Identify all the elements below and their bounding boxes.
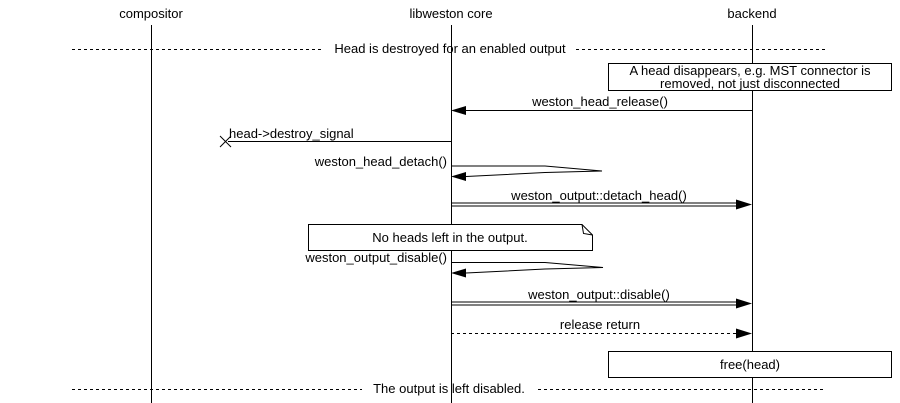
message-destroy-signal-label: head->destroy_signal <box>229 126 354 141</box>
arrow-head-release-arrowhead <box>451 106 466 115</box>
note-mst: A head disappears, e.g. MST connector is… <box>608 63 892 91</box>
note-mst-line2: removed, not just disconnected <box>660 76 840 91</box>
note-box-mst <box>608 63 892 91</box>
arrow-detach-head-arrowhead <box>736 199 752 210</box>
box-free-head-text: free(head) <box>720 357 780 372</box>
note-mst-line1: A head disappears, e.g. MST connector is <box>629 63 871 78</box>
note-no-heads-text: No heads left in the output. <box>372 229 528 245</box>
lost-message-cross <box>219 135 232 148</box>
message-release-return-label: release return <box>559 317 641 332</box>
self-arrow-output-disable-arrowhead <box>451 268 466 278</box>
note-box-no-heads-fold <box>581 224 593 236</box>
message-disable-label: weston_output::disable() <box>528 287 670 302</box>
self-arrow-head-detach-loop <box>451 165 603 177</box>
note-box-no-heads <box>308 224 593 251</box>
box-free-head-label: free(head) <box>608 351 892 378</box>
divider-bottom-label: The output is left disabled. <box>373 381 525 396</box>
participant-compositor: compositor <box>119 6 183 21</box>
message-detach-head-label: weston_output::detach_head() <box>511 188 687 203</box>
self-arrow-head-detach-arrowhead <box>451 172 466 181</box>
box-free-head <box>608 351 892 378</box>
participant-libweston-core: libweston core <box>409 6 493 21</box>
self-arrow-output-disable-loop <box>451 262 604 274</box>
note-no-heads: No heads left in the output. <box>308 224 592 250</box>
arrow-disable-arrowhead <box>736 298 752 309</box>
message-output-disable-label: weston_output_disable() <box>305 250 447 265</box>
message-head-release-label: weston_head_release() <box>532 94 668 109</box>
arrow-release-return-arrowhead <box>736 328 752 339</box>
participant-backend: backend <box>727 6 777 21</box>
divider-top-label: Head is destroyed for an enabled output <box>334 41 566 56</box>
message-head-detach-label: weston_head_detach() <box>314 154 447 169</box>
